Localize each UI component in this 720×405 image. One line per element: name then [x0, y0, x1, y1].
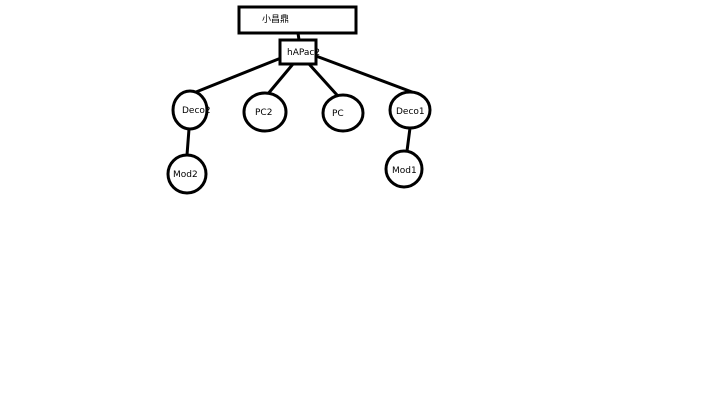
pc2-node[interactable]: PC2: [242, 91, 288, 133]
root-node-label: 小昌鼎: [262, 14, 289, 25]
pc-node-label: PC: [332, 109, 344, 119]
deco1-node-label: Deco1: [396, 107, 425, 117]
hub-node[interactable]: hAPac2: [278, 38, 320, 66]
deco1-node[interactable]: Deco1: [388, 90, 432, 130]
mod2-node[interactable]: Mod2: [166, 153, 208, 195]
mod1-node[interactable]: Mod1: [384, 149, 424, 189]
edge-hub-pc2: [265, 62, 295, 97]
deco2-node-label: Deco2: [182, 106, 211, 116]
edge-hub-pc: [307, 62, 339, 97]
pc-node[interactable]: PC: [321, 93, 365, 133]
edge-deco2-mod2: [185, 127, 191, 157]
edge-hub-deco2: [194, 56, 283, 94]
edge-hub-deco1: [314, 54, 414, 94]
deco2-node[interactable]: Deco2: [171, 89, 211, 131]
mod2-node-label: Mod2: [173, 170, 198, 180]
edge-deco1-mod1: [405, 126, 412, 153]
pc2-node-label: PC2: [255, 108, 272, 118]
hub-node-label: hAPac2: [287, 48, 320, 58]
mod1-node-label: Mod1: [392, 166, 417, 176]
root-node[interactable]: 小昌鼎: [237, 5, 358, 35]
